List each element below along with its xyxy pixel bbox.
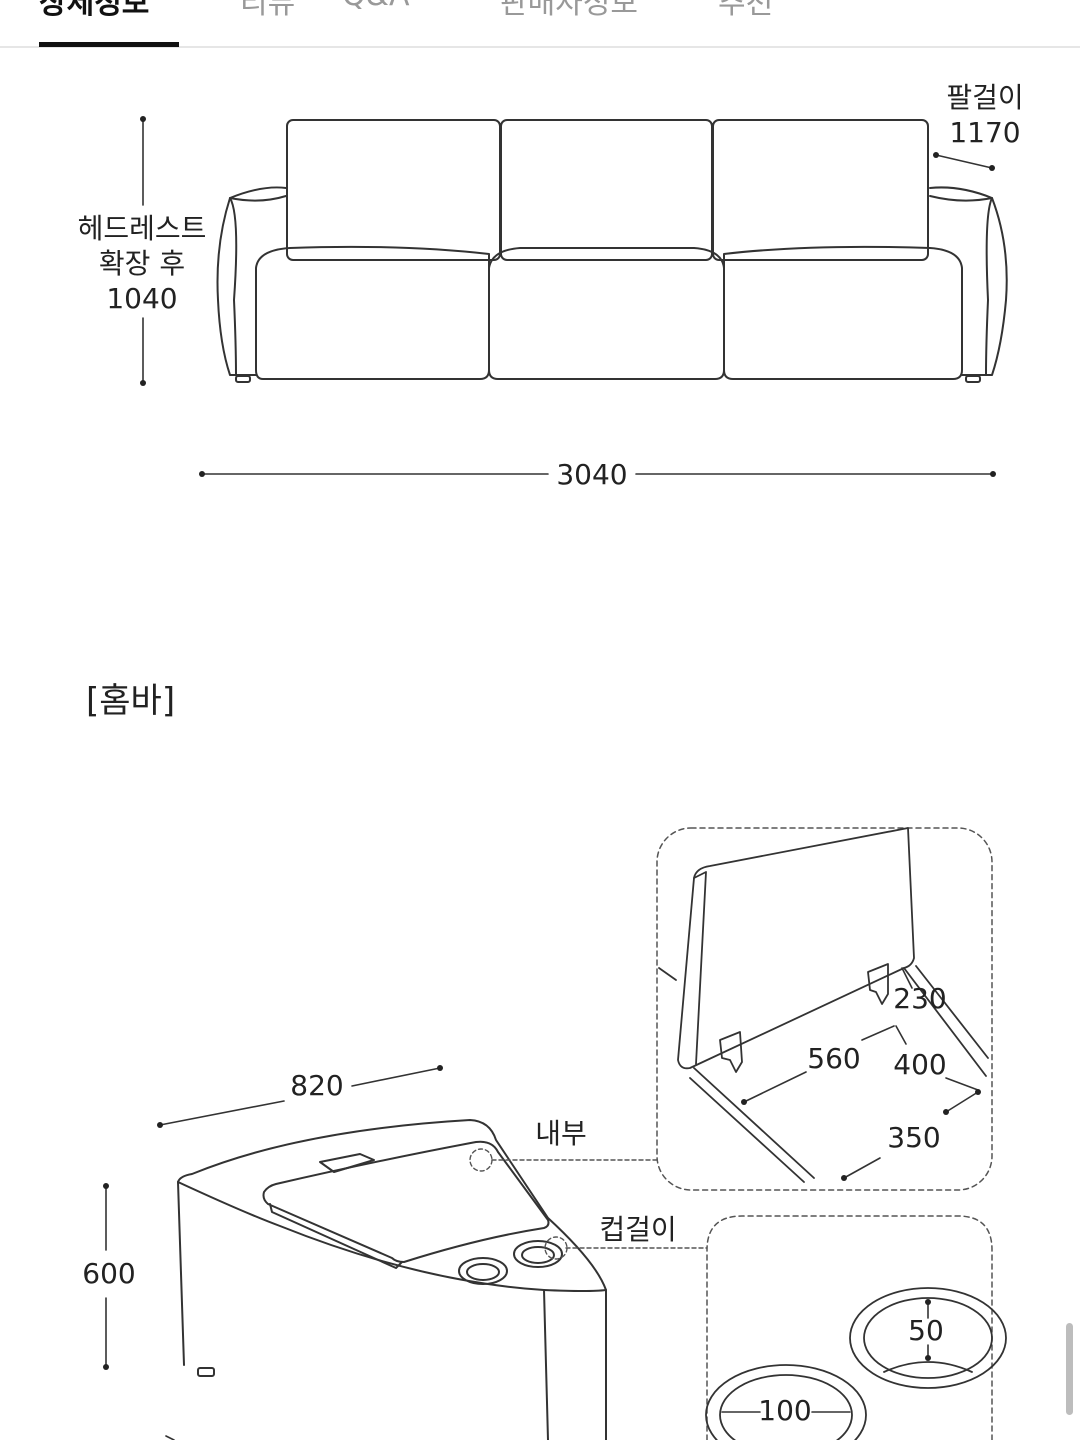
cup-depth-value: 50: [908, 1314, 944, 1347]
inner-detail: [656, 827, 993, 1191]
sofa-width-value: 3040: [556, 458, 628, 491]
tab-detail-info[interactable]: 상세정보: [39, 0, 150, 21]
headrest-label-line2: 확장 후: [98, 247, 186, 280]
tab-recommend[interactable]: 추천: [718, 0, 774, 21]
leader-lines: [469, 1148, 708, 1260]
tab-qna[interactable]: Q&A: [342, 0, 410, 13]
homebar-drawing: [177, 1119, 607, 1440]
inner-dim-230: 230: [893, 982, 947, 1015]
armrest-value: 1170: [949, 116, 1021, 149]
homebar-depth-value: 820: [290, 1069, 344, 1102]
active-tab-indicator: [39, 42, 179, 47]
sofa-dimension-lines: [142, 119, 994, 475]
inner-label: 내부: [535, 1117, 587, 1150]
tab-bar: 상세정보 리뷰 Q&A 판매자정보 추천: [0, 0, 1080, 48]
armrest-label: 팔걸이 1170: [940, 80, 1030, 150]
tab-review[interactable]: 리뷰: [240, 0, 296, 21]
headrest-label-line1: 헤드레스트: [77, 212, 207, 245]
section-title-homebar: [홈바]: [86, 681, 176, 721]
headrest-value: 1040: [106, 282, 178, 315]
inner-dim-400: 400: [893, 1048, 947, 1081]
homebar-dimension-lines: [105, 1067, 441, 1440]
inner-dim-350: 350: [887, 1121, 941, 1154]
homebar-height-value: 600: [82, 1257, 136, 1290]
headrest-label: 헤드레스트 확장 후 1040: [70, 211, 214, 316]
armrest-label-text: 팔걸이: [946, 81, 1024, 114]
cupholder-label: 컵걸이: [599, 1213, 677, 1246]
scrollbar[interactable]: [1066, 1323, 1073, 1415]
cup-diameter-value: 100: [758, 1394, 812, 1427]
sofa-drawing: [216, 119, 1008, 383]
inner-dim-560: 560: [807, 1042, 861, 1075]
cupholder-detail: [705, 1215, 1007, 1440]
tab-seller-info[interactable]: 판매자정보: [500, 0, 638, 21]
